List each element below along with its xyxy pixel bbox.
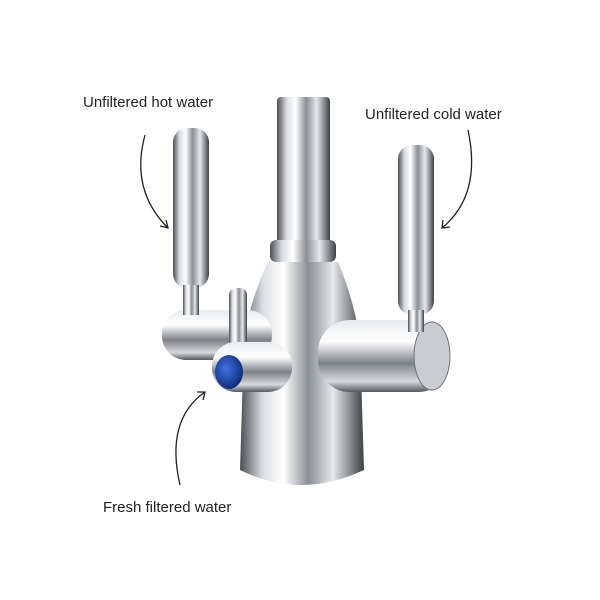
cold-lever-stem — [408, 310, 424, 332]
cold-valve-cap — [413, 321, 451, 391]
spout-column — [277, 97, 330, 247]
cold-arrow — [441, 129, 473, 229]
hot-arrow — [140, 134, 169, 229]
fresh-arrow — [175, 391, 206, 486]
faucet-body — [240, 262, 364, 485]
annotation-arrows — [140, 129, 473, 486]
label-unfiltered-cold-water: Unfiltered cold water — [365, 106, 502, 123]
label-fresh-filtered-water: Fresh filtered water — [103, 499, 232, 516]
collar — [270, 240, 336, 262]
cold-lever — [398, 145, 434, 315]
filtered-water-button[interactable] — [215, 355, 243, 389]
filtered-lever — [229, 288, 247, 348]
hot-lever — [173, 128, 209, 288]
hot-lever-stem — [183, 285, 199, 315]
label-unfiltered-hot-water: Unfiltered hot water — [83, 94, 214, 111]
